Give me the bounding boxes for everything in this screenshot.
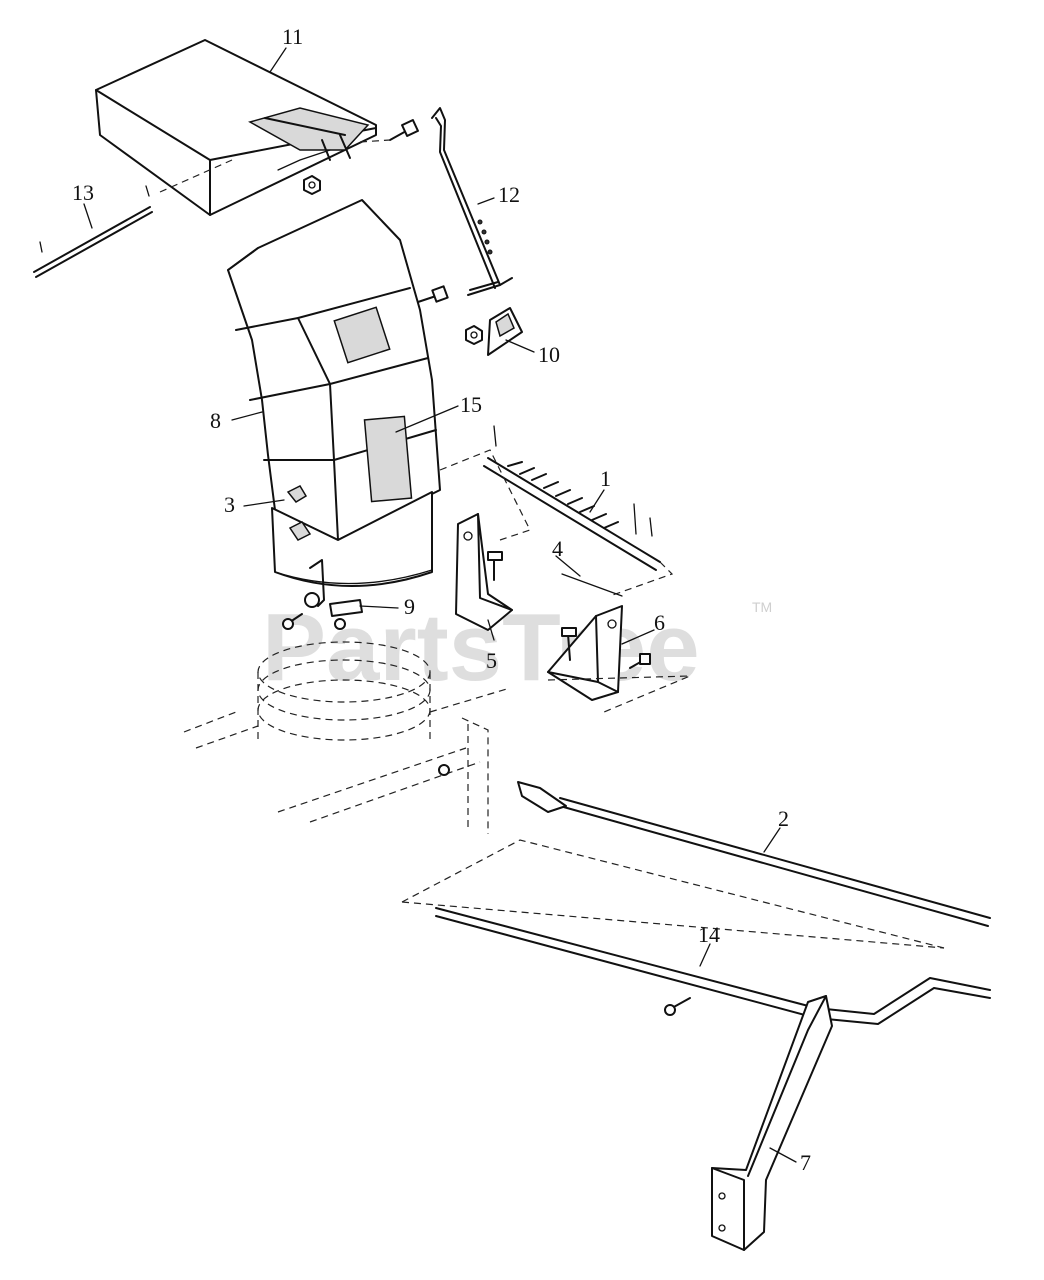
part-4-pin bbox=[561, 573, 623, 597]
callout-14: 14 bbox=[698, 922, 720, 947]
leader-dash bbox=[401, 839, 945, 949]
part-10-small-bracket bbox=[465, 307, 523, 356]
leader-dash bbox=[439, 449, 531, 541]
part-9-clip bbox=[282, 559, 363, 630]
callout-2: 2 bbox=[778, 806, 789, 831]
housing-outline bbox=[183, 641, 511, 834]
callout-3: 3 bbox=[224, 492, 235, 517]
watermark-trademark: TM bbox=[752, 599, 772, 615]
callouts: 11 13 12 10 8 15 3 1 4 9 6 5 2 14 7 bbox=[72, 24, 811, 1175]
callout-11: 11 bbox=[282, 24, 303, 49]
callout-9: 9 bbox=[404, 594, 415, 619]
chute-collar bbox=[271, 485, 433, 587]
chute-bolt bbox=[417, 285, 449, 303]
part-2-rod bbox=[517, 781, 991, 927]
hood-bolt bbox=[389, 119, 419, 141]
part-13-rod bbox=[33, 185, 153, 278]
leader-dash bbox=[159, 159, 233, 193]
part-5-bracket bbox=[455, 513, 513, 631]
callout-5: 5 bbox=[486, 648, 497, 673]
callout-1: 1 bbox=[600, 466, 611, 491]
callout-13: 13 bbox=[72, 180, 94, 205]
part-1-worm-shaft bbox=[483, 425, 661, 571]
part-6-bracket bbox=[547, 605, 651, 701]
callout-12: 12 bbox=[498, 182, 520, 207]
callout-6: 6 bbox=[654, 610, 665, 635]
part-14-crank-rod bbox=[435, 907, 991, 1025]
callout-10: 10 bbox=[538, 342, 560, 367]
part-7-support-leg bbox=[711, 995, 833, 1251]
hood-nut bbox=[303, 175, 321, 195]
leader-dash bbox=[359, 139, 391, 143]
callout-15: 15 bbox=[460, 392, 482, 417]
part-12-control-bracket bbox=[431, 107, 513, 296]
leader-dash bbox=[547, 675, 691, 713]
callout-4: 4 bbox=[552, 536, 563, 561]
part-8-discharge-chute bbox=[227, 199, 441, 541]
part-11-deflector-hood bbox=[95, 39, 377, 216]
callout-8: 8 bbox=[210, 408, 221, 433]
callout-7: 7 bbox=[800, 1150, 811, 1175]
leader-dash bbox=[401, 901, 945, 949]
leader-dash bbox=[609, 561, 674, 597]
leader-lines bbox=[83, 47, 797, 1163]
